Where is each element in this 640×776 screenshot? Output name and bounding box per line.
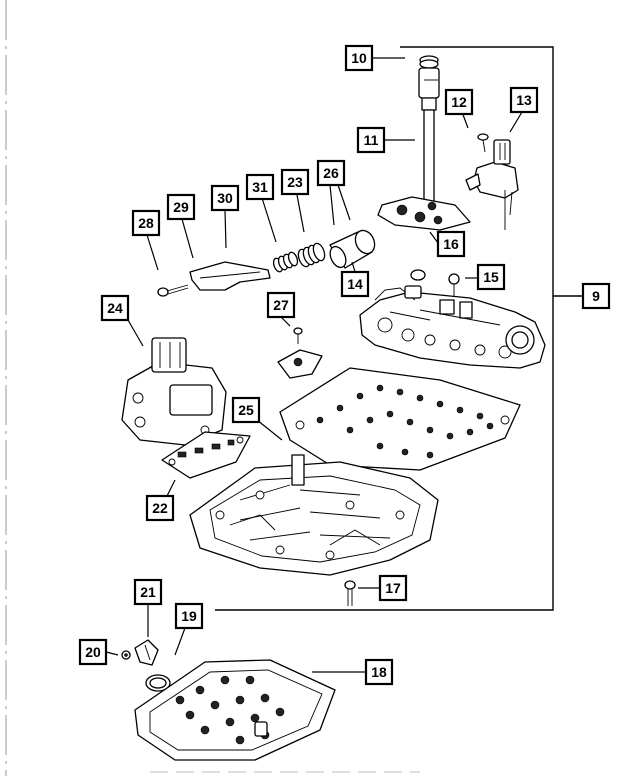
part-17-bolt <box>344 580 356 606</box>
callout-25: 25 <box>231 396 261 424</box>
callout-14-label: 14 <box>347 276 363 292</box>
callout-27-label: 27 <box>273 297 289 313</box>
callout-12-label: 12 <box>451 94 467 110</box>
callout-15: 15 <box>476 263 506 291</box>
callout-13: 13 <box>509 86 539 114</box>
callout-13-label: 13 <box>516 92 532 108</box>
callout-11: 11 <box>356 126 386 154</box>
part-10-seal <box>419 55 439 69</box>
callout-25-label: 25 <box>238 402 254 418</box>
part-23-spring <box>297 242 326 268</box>
callout-20-label: 20 <box>85 644 101 660</box>
callout-10: 10 <box>344 44 374 72</box>
callout-26-label: 26 <box>323 165 339 181</box>
part-22-plate <box>161 431 251 479</box>
part-27-screw <box>293 327 303 344</box>
callout-27: 27 <box>266 291 296 319</box>
callout-30-label: 30 <box>217 190 233 206</box>
part-27-detent <box>277 349 323 379</box>
part-20-fitting <box>121 650 131 660</box>
callout-16-label: 16 <box>443 236 459 252</box>
callout-19: 19 <box>174 602 204 630</box>
callout-12: 12 <box>444 88 474 116</box>
callout-21: 21 <box>133 578 163 606</box>
group-bracket <box>215 46 583 611</box>
callout-15-label: 15 <box>483 269 499 285</box>
part-18-filter <box>134 659 336 761</box>
callout-30: 30 <box>210 184 240 212</box>
callout-19-label: 19 <box>181 608 197 624</box>
callout-18: 18 <box>364 658 394 686</box>
part-25-separator-plate <box>279 367 521 471</box>
callout-17: 17 <box>378 574 408 602</box>
callout-28: 28 <box>131 209 161 237</box>
callout-31-label: 31 <box>252 179 268 195</box>
callout-11-label: 11 <box>364 132 379 148</box>
part-15-bolt <box>448 273 460 297</box>
callout-18-label: 18 <box>371 664 387 680</box>
callout-23-label: 23 <box>287 174 303 190</box>
callout-22-label: 22 <box>152 500 168 516</box>
part-16-lever-plate <box>377 196 471 231</box>
part-30-bracket <box>189 261 271 291</box>
part-lower-valve-body <box>189 454 439 576</box>
part-12-screw <box>477 133 489 153</box>
callout-9: 9 <box>581 282 611 310</box>
part-13-sensor <box>465 139 519 230</box>
callout-10-label: 10 <box>351 50 367 66</box>
callout-26: 26 <box>316 159 346 187</box>
leader-lines <box>105 57 523 673</box>
callout-28-label: 28 <box>138 215 154 231</box>
part-28-bolt <box>157 284 189 297</box>
part-24-solenoid <box>121 337 227 446</box>
part-19-o-ring <box>145 674 171 692</box>
callout-31: 31 <box>245 173 275 201</box>
callout-24-label: 24 <box>107 300 123 316</box>
callout-29-label: 29 <box>173 199 189 215</box>
callout-16: 16 <box>436 230 466 258</box>
callout-29: 29 <box>166 193 196 221</box>
callout-24: 24 <box>100 294 130 322</box>
callout-22: 22 <box>145 494 175 522</box>
part-21-clip <box>134 639 159 666</box>
callout-23: 23 <box>280 168 310 196</box>
part-31-spring <box>272 251 299 273</box>
part-11-manual-valve <box>418 67 440 206</box>
part-9-valve-body-upper <box>359 269 546 369</box>
callout-9-label: 9 <box>592 288 600 304</box>
callout-21-label: 21 <box>140 584 156 600</box>
part-26-sleeve <box>329 229 376 269</box>
callout-14: 14 <box>340 270 370 298</box>
callout-20: 20 <box>78 638 108 666</box>
callout-17-label: 17 <box>385 580 401 596</box>
